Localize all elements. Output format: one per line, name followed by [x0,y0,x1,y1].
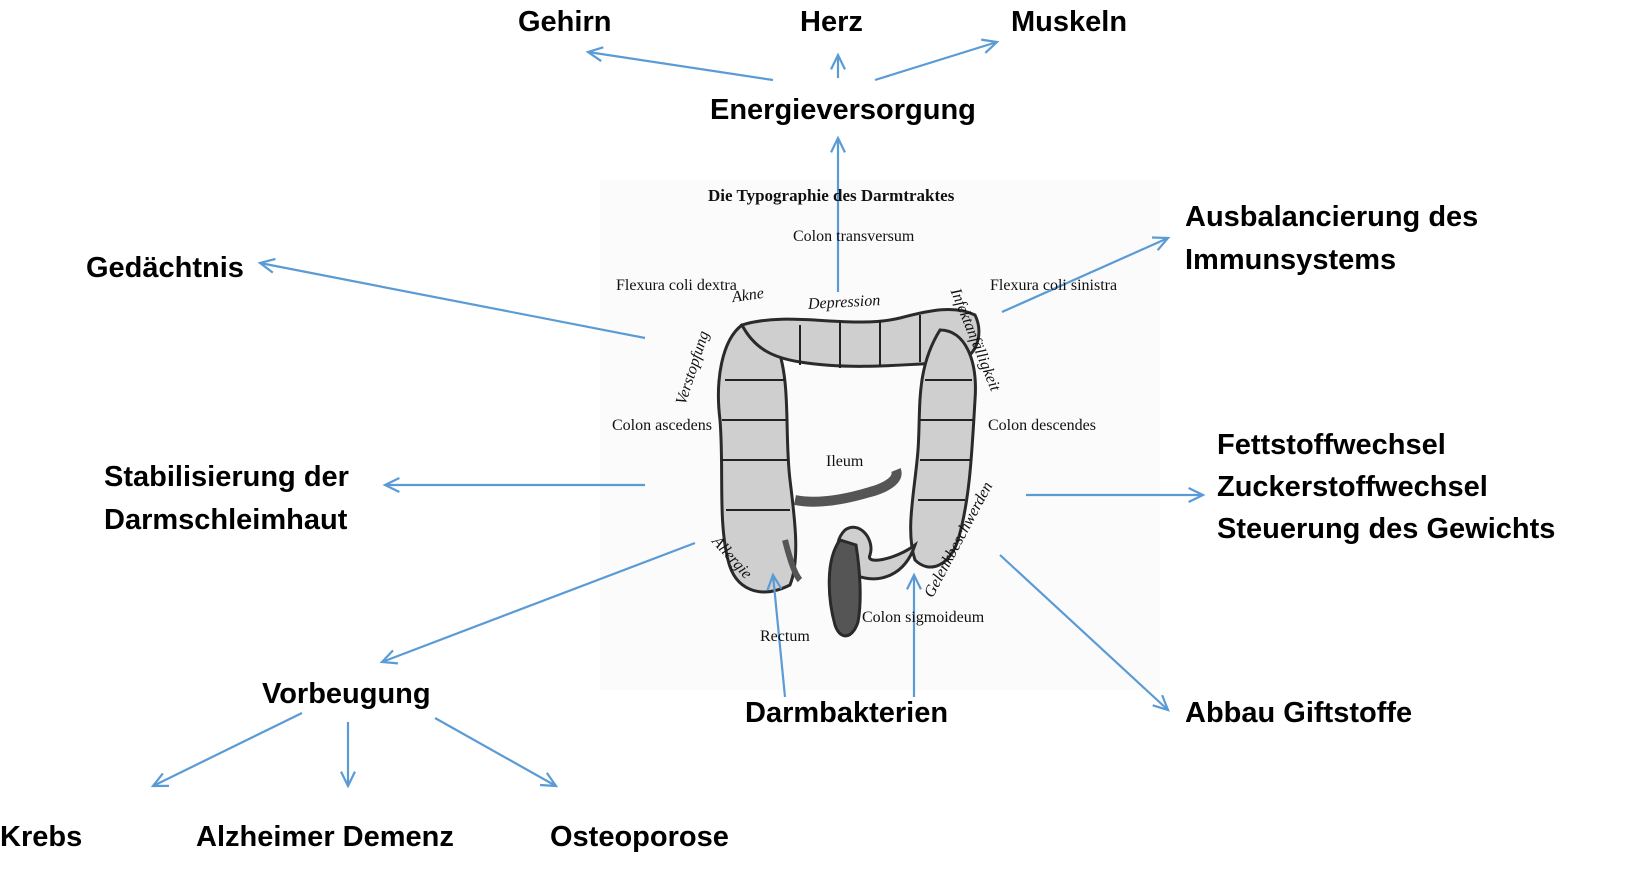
node-darmschleimhaut-line1: Stabilisierung der [104,463,349,492]
arrow-energie-to-muskeln [875,40,997,80]
label-flexura-coli-dextra: Flexura coli dextra [616,276,706,296]
label-colon-transversum: Colon transversum [793,227,893,247]
arrow-darmbakterien-to-sigmoid [907,575,921,697]
label-depression: Depression [808,291,881,315]
arrow-vorbeugung-to-krebs [153,713,302,786]
arrow-colon-to-gedaechtnis [260,259,645,338]
arrow-energie-to-herz [831,55,845,78]
arrow-colon-to-stoffwechsel [1026,488,1203,502]
arrow-vorbeugung-to-alzheimer [341,722,355,786]
arrow-colon-to-immunsystem [1002,238,1168,312]
label-colon-descendes: Colon descendes [988,416,1073,436]
arrow-colon-to-vorbeugung [382,543,695,663]
label-colon-sigmoideum: Colon sigmoideum [862,608,962,628]
node-immunsystem-line2: Immunsystems [1185,246,1396,275]
node-immunsystem-line1: Ausbalancierung des [1185,203,1478,232]
node-herz: Herz [800,8,863,37]
node-darmbakterien: Darmbakterien [745,699,948,728]
node-darmschleimhaut-line2: Darmschleimhaut [104,506,347,535]
node-osteoporose: Osteoporose [550,823,729,852]
node-fettstoffwechsel: Fettstoffwechsel [1217,431,1446,460]
label-flexura-coli-sinistra: Flexura coli sinistra [990,276,1095,296]
arrow-colon-to-giftstoffe [1000,555,1168,710]
node-abbau-giftstoffe: Abbau Giftstoffe [1185,699,1412,728]
arrow-colon-to-darmschleimhaut [385,478,645,492]
arrow-colon-to-energie [831,138,845,292]
node-vorbeugung: Vorbeugung [262,680,431,709]
node-gewicht: Steuerung des Gewichts [1217,515,1555,544]
node-alzheimer-demenz: Alzheimer Demenz [196,823,454,852]
node-muskeln: Muskeln [1011,8,1127,37]
label-rectum: Rectum [760,627,810,647]
node-gedaechtnis: Gedächtnis [86,254,244,283]
figure-title: Die Typographie des Darmtraktes [708,186,954,206]
arrow-energie-to-gehirn [588,47,773,80]
node-gehirn: Gehirn [518,8,611,37]
arrow-vorbeugung-to-osteoporose [435,718,556,786]
label-colon-ascedens: Colon ascedens [612,416,692,436]
node-zuckerstoffwechsel: Zuckerstoffwechsel [1217,473,1488,502]
node-krebs: Krebs [0,823,82,852]
label-ileum: Ileum [826,452,863,472]
node-energieversorgung: Energieversorgung [710,96,976,125]
